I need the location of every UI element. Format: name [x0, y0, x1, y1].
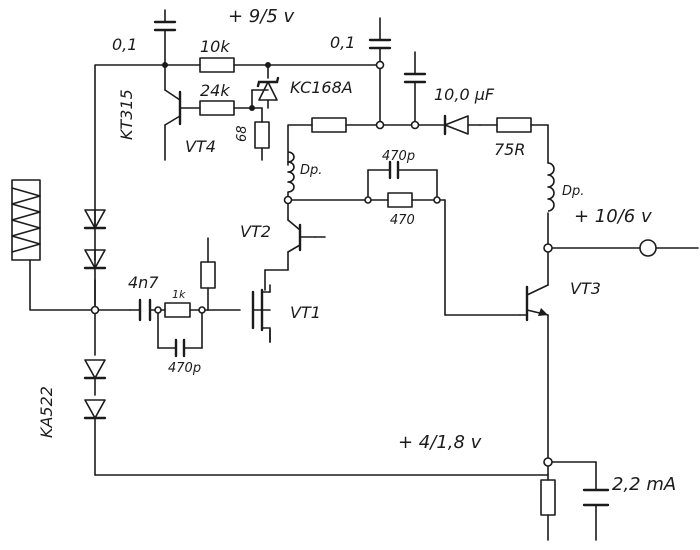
- transistor-icon: [164, 89, 549, 343]
- label-cap-10uf: 10,0 μF: [434, 85, 495, 104]
- labels: 0,1 0,1 + 9/5 v 10k 24k KC168A KT315 VT4…: [37, 6, 676, 495]
- label-diode-type: KA522: [37, 386, 56, 438]
- label-r-68: 68: [235, 125, 250, 142]
- capacitor-icon: [129, 9, 610, 507]
- label-zener: KC168A: [290, 78, 353, 97]
- label-cap-top-mid: 0,1: [330, 33, 355, 52]
- wires: [29, 29, 699, 541]
- label-vt1: VT1: [290, 303, 321, 322]
- label-supply-low: + 4/1,8 v: [398, 432, 482, 453]
- label-kt315: KT315: [117, 89, 136, 140]
- label-r-1k: 1k: [172, 288, 186, 301]
- junctions: [90, 60, 553, 467]
- label-inductor-right: Dp.: [562, 184, 584, 199]
- diode-icon: [83, 114, 481, 420]
- label-vt3: VT3: [570, 279, 601, 298]
- label-cap-470-top: 470p: [382, 149, 415, 164]
- label-cap-4n7: 4n7: [128, 273, 159, 292]
- label-vt2: VT2: [240, 222, 271, 241]
- label-r-470: 470: [390, 213, 415, 228]
- label-supply-out: + 10/6 v: [574, 206, 652, 227]
- label-supply-top: + 9/5 v: [228, 6, 294, 27]
- label-cap-470-bot: 470p: [168, 361, 201, 376]
- coil-sensor-icon: [11, 179, 41, 261]
- label-r-24k: 24k: [200, 81, 230, 100]
- output-terminal-icon: [639, 239, 657, 257]
- inductor-icon: [287, 151, 555, 212]
- label-current: 2,2 mA: [612, 474, 676, 495]
- label-cap-top-left: 0,1: [112, 35, 137, 54]
- label-r-75: 75R: [494, 140, 525, 159]
- label-inductor-left: Dp.: [300, 163, 322, 178]
- label-r-10k: 10k: [200, 37, 230, 56]
- zener-icon: [256, 76, 280, 101]
- resistor-icon: [164, 57, 556, 516]
- label-vt4: VT4: [185, 137, 216, 156]
